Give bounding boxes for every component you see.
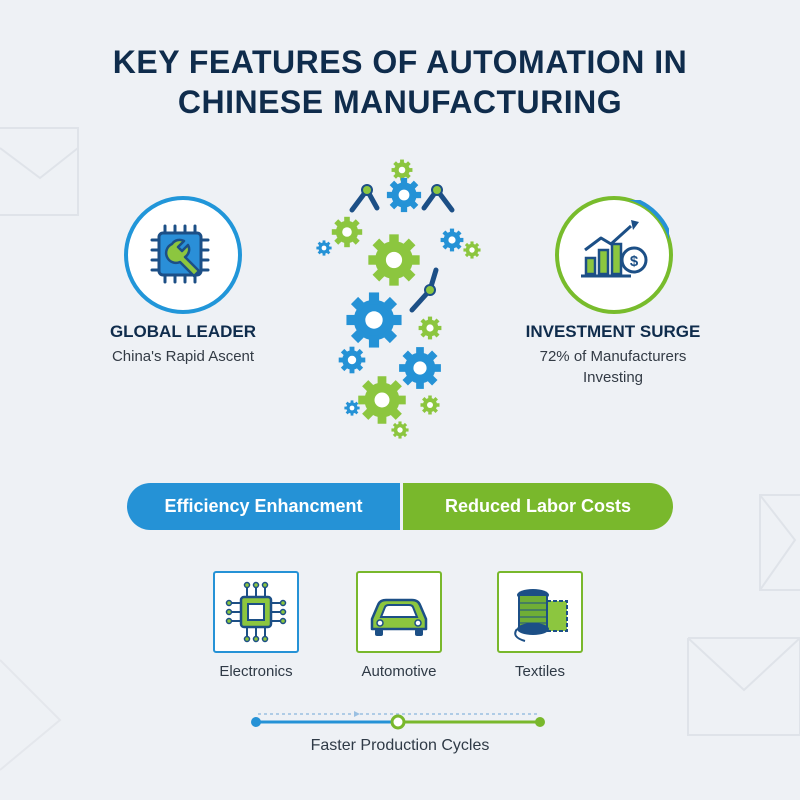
circuit-chip-icon: [225, 581, 287, 643]
title-line-1: KEY FEATURES OF AUTOMATION IN: [112, 44, 688, 80]
textiles-label: Textiles: [514, 663, 566, 680]
global-leader-subtitle: China's Rapid Ascent: [111, 348, 255, 365]
global-leader-badge: [124, 196, 242, 314]
svg-text:$: $: [630, 253, 639, 270]
car-icon: [370, 598, 428, 636]
investment-surge-subtitle: 72% of Manufacturers Investing: [500, 346, 726, 388]
automotive-label: Automotive: [361, 663, 437, 680]
textiles-card: [497, 571, 583, 653]
investment-surge-heading: INVESTMENT SURGE: [525, 322, 701, 341]
reduced-labor-costs-pill: Reduced Labor Costs: [403, 483, 673, 530]
thread-spool-fabric-icon: [514, 589, 568, 642]
production-timeline: [251, 711, 545, 730]
global-leader-heading: GLOBAL LEADER: [109, 322, 257, 341]
investment-surge-badge: $: [555, 194, 675, 314]
efficiency-enhancement-pill: Efficiency Enhancment: [127, 483, 400, 530]
faster-production-cycles-caption: Faster Production Cycles: [310, 737, 490, 754]
automotive-card: [356, 571, 442, 653]
page-title: KEY FEATURES OF AUTOMATION IN CHINESE MA…: [0, 42, 800, 122]
electronics-card: [213, 571, 299, 653]
chip-wrench-icon: [150, 224, 210, 284]
investment-surge-subtitle-line-1: 72% of Manufacturers: [539, 348, 687, 365]
gears-robot-arms-arrow-icon: [316, 159, 481, 439]
title-line-2: CHINESE MANUFACTURING: [177, 84, 623, 120]
investment-surge-subtitle-line-2: Investing: [582, 369, 644, 386]
electronics-label: Electronics: [219, 663, 293, 680]
growth-chart-dollar-icon: $: [581, 194, 675, 278]
